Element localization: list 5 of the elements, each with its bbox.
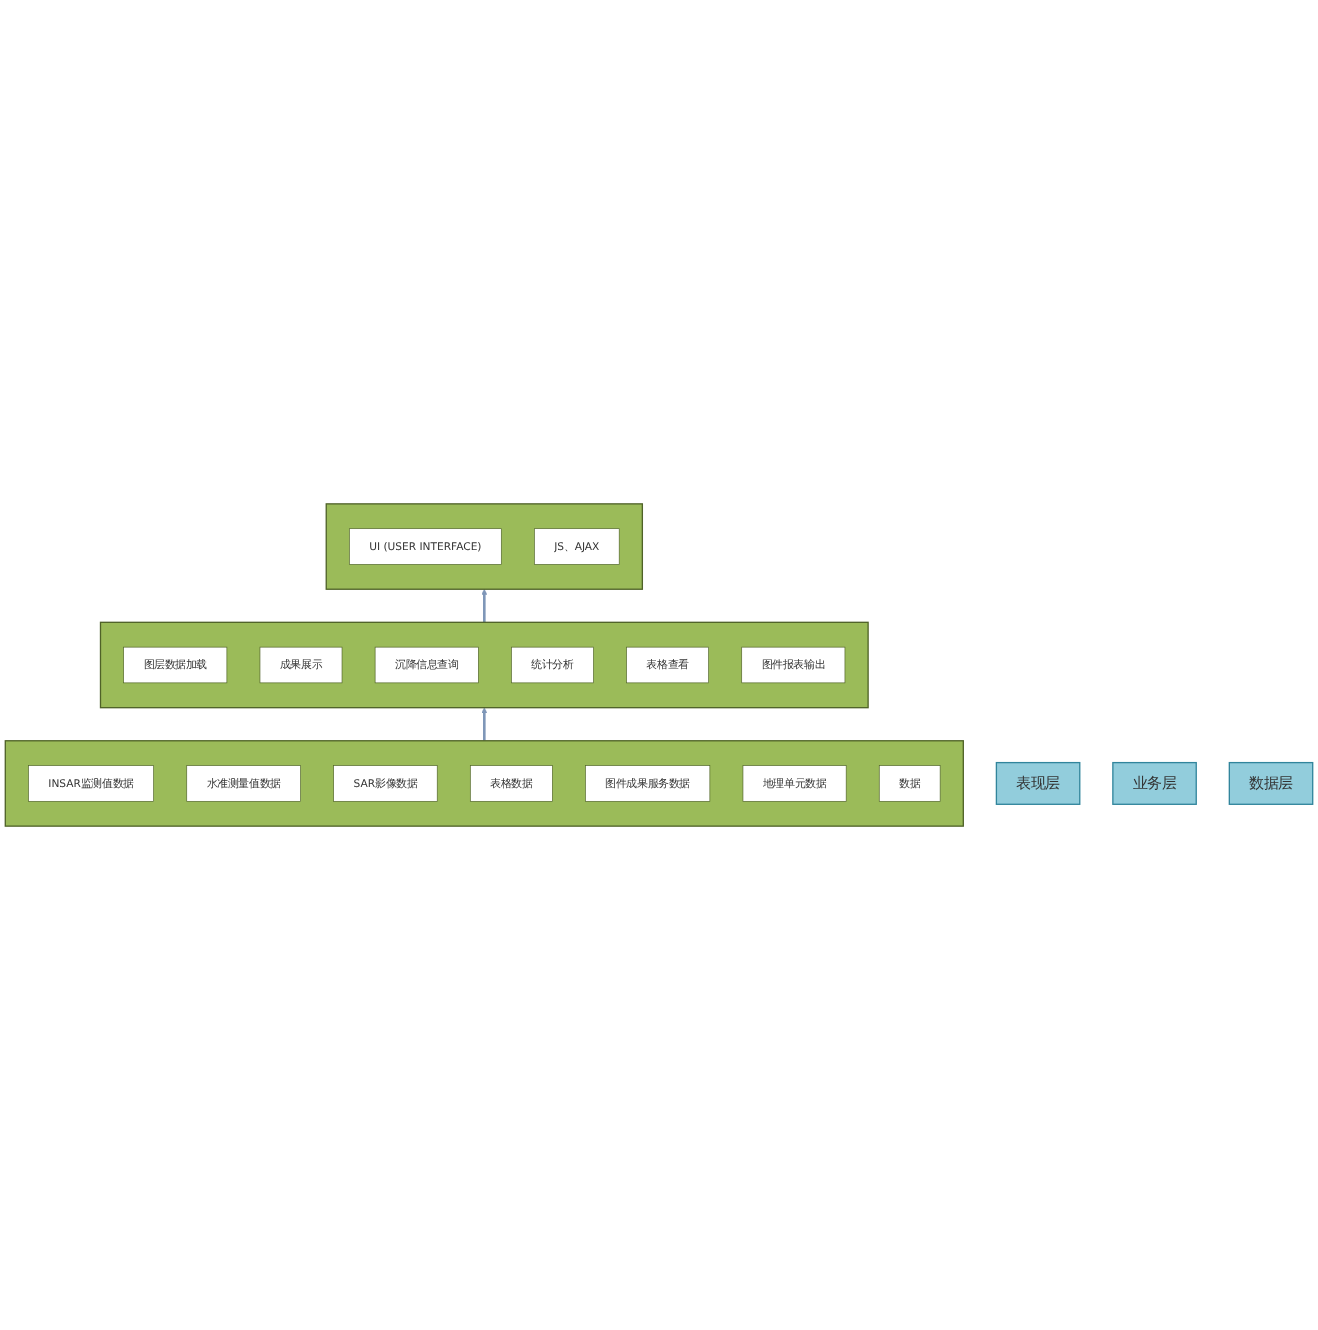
cluster — [325, 503, 643, 590]
cluster — [4, 740, 964, 827]
arrow — [481, 588, 488, 623]
cluster — [99, 621, 869, 709]
arrow — [481, 707, 488, 741]
